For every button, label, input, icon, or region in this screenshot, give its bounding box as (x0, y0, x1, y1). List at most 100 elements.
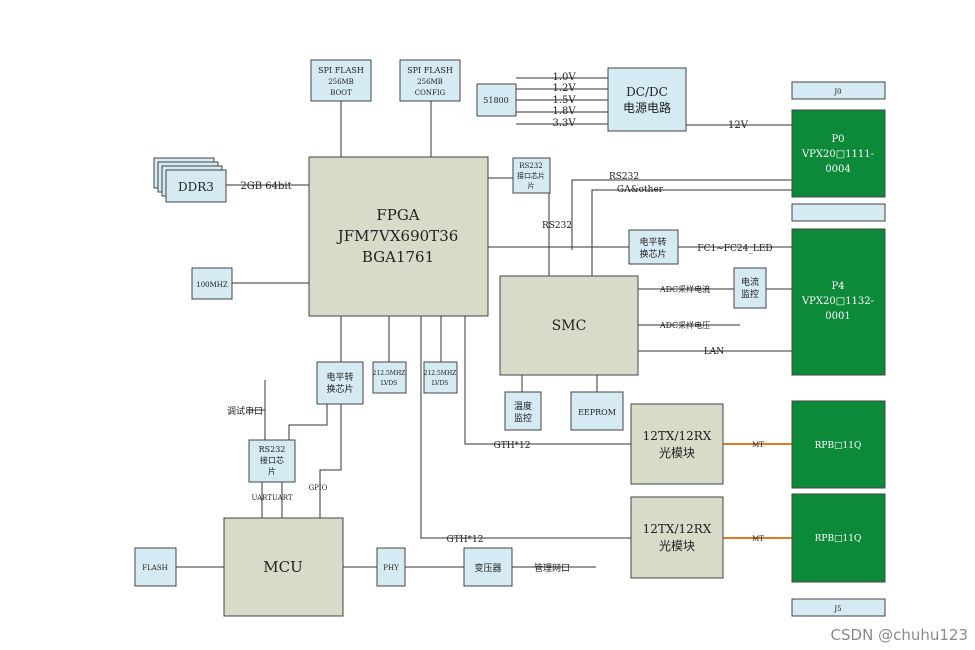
svg-text:FPGA: FPGA (376, 206, 419, 224)
connector-bottom: J5 (791, 598, 886, 617)
label-adc-voltage: ADC采样电压 (659, 320, 710, 330)
svg-text:P0: P0 (831, 134, 844, 145)
rpb-board-1: RPB□11Q (791, 400, 886, 489)
svg-text:EEPROM: EEPROM (578, 408, 616, 417)
spi-flash-boot: SPI FLASH 256MB BOOT (310, 59, 372, 102)
svg-text:100MHZ: 100MHZ (196, 281, 228, 289)
watermark: CSDN @chuhu123 (831, 626, 968, 644)
level-shifter-mid: 电平转 换芯片 (316, 361, 364, 405)
label-adc-current: ADC采样电流 (659, 284, 710, 294)
svg-text:SMC: SMC (552, 318, 587, 334)
svg-text:VPX20□1132-: VPX20□1132- (801, 296, 874, 307)
svg-text:1.2V: 1.2V (552, 83, 576, 94)
svg-text:RPB□11Q: RPB□11Q (815, 534, 862, 544)
ddr3-memory: DDR3 (153, 157, 227, 203)
lvds-clock-2: 212.5MHZ LVDS (423, 361, 458, 394)
svg-text:1.8V: 1.8V (552, 106, 576, 117)
svg-text:监控: 监控 (514, 412, 532, 424)
svg-text:JFM7VX690T36: JFM7VX690T36 (336, 227, 459, 245)
svg-text:片: 片 (528, 181, 535, 190)
svg-text:LVDS: LVDS (432, 380, 449, 387)
level-shifter-top: 电平转 换芯片 (628, 229, 679, 265)
svg-text:DC/DC: DC/DC (626, 85, 668, 99)
svg-text:电流: 电流 (741, 276, 759, 288)
svg-text:J5: J5 (833, 605, 841, 613)
label-gth-2: GTH*12 (447, 535, 484, 545)
svg-text:212.5MHZ: 212.5MHZ (424, 370, 457, 377)
voltage-rail-labels: 1.0V 1.2V 1.5V 1.8V 3.3V (552, 72, 576, 129)
svg-text:温度: 温度 (514, 400, 532, 412)
svg-text:P4: P4 (831, 281, 844, 292)
p4-connector: P4 VPX20□1132- 0001 (791, 228, 886, 376)
svg-text:FLASH: FLASH (142, 564, 167, 572)
lvds-clock-1: 212.5MHZ LVDS (372, 361, 407, 394)
transformer: 变压器 (463, 547, 513, 587)
svg-text:电平转: 电平转 (326, 371, 353, 383)
label-12v: 12V (728, 120, 749, 131)
svg-text:12TX/12RX: 12TX/12RX (643, 522, 712, 536)
chip-51800: 51800 (476, 83, 517, 117)
label-mt-1: MT (752, 441, 764, 449)
ddr-bus-label: 2GB 64bit (240, 181, 291, 192)
label-rs232: RS232 (609, 172, 639, 182)
p0-connector: P0 VPX20□1111- 0004 (791, 109, 886, 198)
label-debug-serial: 调试串口 (227, 405, 263, 417)
svg-text:BOOT: BOOT (330, 89, 352, 97)
label-gth-1: GTH*12 (494, 441, 531, 451)
svg-text:RPB□11Q: RPB□11Q (815, 441, 862, 451)
svg-text:换芯片: 换芯片 (326, 383, 353, 395)
svg-text:LVDS: LVDS (381, 380, 398, 387)
label-rs232-smc: RS232 (542, 221, 572, 231)
svg-text:DDR3: DDR3 (178, 180, 214, 194)
spi-flash-config: SPI FLASH 256MB CONFIG (399, 59, 461, 102)
svg-text:片: 片 (268, 466, 276, 476)
label-ga-other: GA&other (617, 185, 664, 195)
label-lan: LAN (704, 347, 724, 357)
label-fc-led: FC1~FC24_LED (697, 244, 772, 254)
svg-text:VPX20□1111-: VPX20□1111- (801, 149, 874, 160)
current-monitor: 电流 监控 (733, 267, 767, 309)
svg-text:接口芯片: 接口芯片 (517, 171, 545, 180)
svg-text:MCU: MCU (263, 558, 302, 576)
mcu-flash: FLASH (134, 547, 177, 587)
optical-module-2: 12TX/12RX 光模块 (630, 496, 724, 579)
svg-text:256MB: 256MB (417, 78, 443, 86)
svg-text:换芯片: 换芯片 (639, 248, 666, 260)
label-gpio: GPIO (309, 484, 328, 492)
fpga-block: FPGA JFM7VX690T36 BGA1761 (308, 156, 489, 317)
clock-100mhz: 100MHZ (191, 267, 233, 300)
connector-top: J0 (791, 81, 886, 100)
optical-module-1: 12TX/12RX 光模块 (630, 403, 724, 485)
svg-text:电平转: 电平转 (639, 236, 666, 248)
label-uart: UARTUART (251, 494, 292, 502)
svg-text:3.3V: 3.3V (552, 118, 576, 129)
svg-text:RS232: RS232 (519, 162, 542, 170)
svg-text:CONFIG: CONFIG (415, 89, 446, 97)
svg-text:0001: 0001 (825, 311, 850, 322)
label-mt-2: MT (752, 535, 764, 543)
svg-text:电源电路: 电源电路 (623, 100, 671, 115)
svg-text:12TX/12RX: 12TX/12RX (643, 429, 712, 443)
svg-text:变压器: 变压器 (474, 562, 501, 574)
svg-text:光模块: 光模块 (659, 446, 695, 460)
phy-chip: PHY (376, 547, 406, 587)
mcu-block: MCU (223, 517, 344, 617)
svg-text:1.0V: 1.0V (552, 72, 576, 83)
eeprom: EEPROM (570, 391, 624, 431)
svg-text:256MB: 256MB (328, 78, 354, 86)
svg-text:0004: 0004 (825, 164, 850, 175)
svg-text:J0: J0 (833, 88, 841, 96)
smc-block: SMC (499, 275, 639, 376)
svg-text:接口芯: 接口芯 (260, 455, 284, 465)
svg-text:光模块: 光模块 (659, 539, 695, 553)
connector-mid (791, 203, 886, 222)
svg-text:SPI FLASH: SPI FLASH (407, 66, 453, 75)
svg-text:51800: 51800 (483, 96, 508, 105)
dcdc-power-block: DC/DC 电源电路 (607, 67, 687, 132)
label-mgmt-port: 管理网口 (534, 562, 570, 574)
svg-text:监控: 监控 (741, 288, 759, 300)
svg-text:RS232: RS232 (259, 445, 286, 454)
svg-text:SPI FLASH: SPI FLASH (318, 66, 364, 75)
svg-text:1.5V: 1.5V (552, 95, 576, 106)
